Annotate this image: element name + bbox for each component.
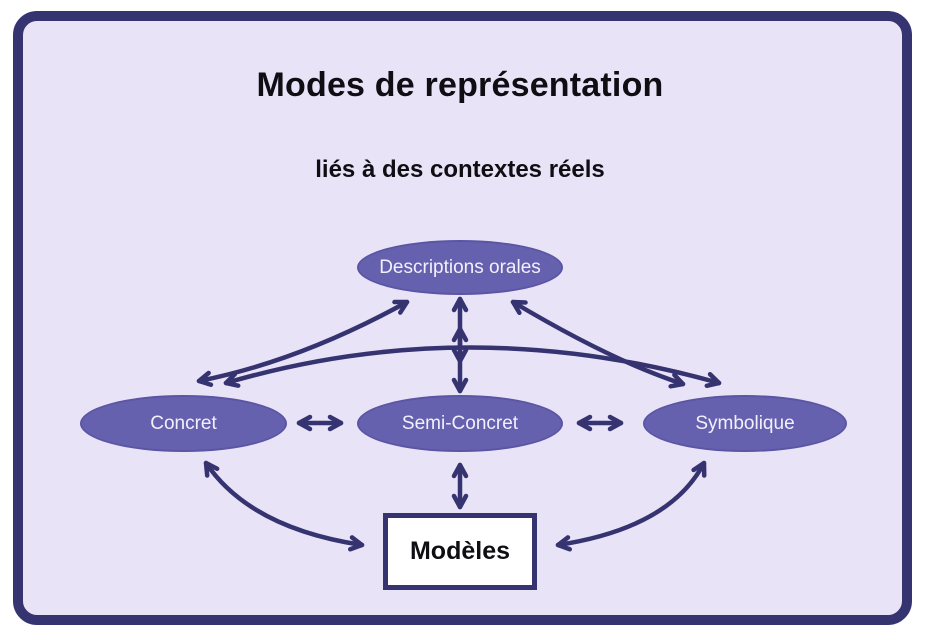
node-semi-concret: Semi-Concret	[357, 395, 563, 452]
node-descriptions-orales-label: Descriptions orales	[379, 256, 541, 278]
node-semi-concret-label: Semi-Concret	[401, 412, 519, 434]
diagram-title: Modes de représentation	[256, 66, 664, 104]
node-symbolique: Symbolique	[643, 395, 847, 452]
node-modeles: Modèles	[383, 513, 537, 590]
node-concret-label: Concret	[150, 412, 217, 434]
node-symbolique-label: Symbolique	[695, 412, 795, 434]
node-concret: Concret	[80, 395, 287, 452]
node-descriptions-orales: Descriptions orales	[357, 240, 563, 295]
node-modeles-label: Modèles	[409, 537, 511, 565]
diagram-subtitle: liés à des contextes réels	[315, 156, 605, 183]
